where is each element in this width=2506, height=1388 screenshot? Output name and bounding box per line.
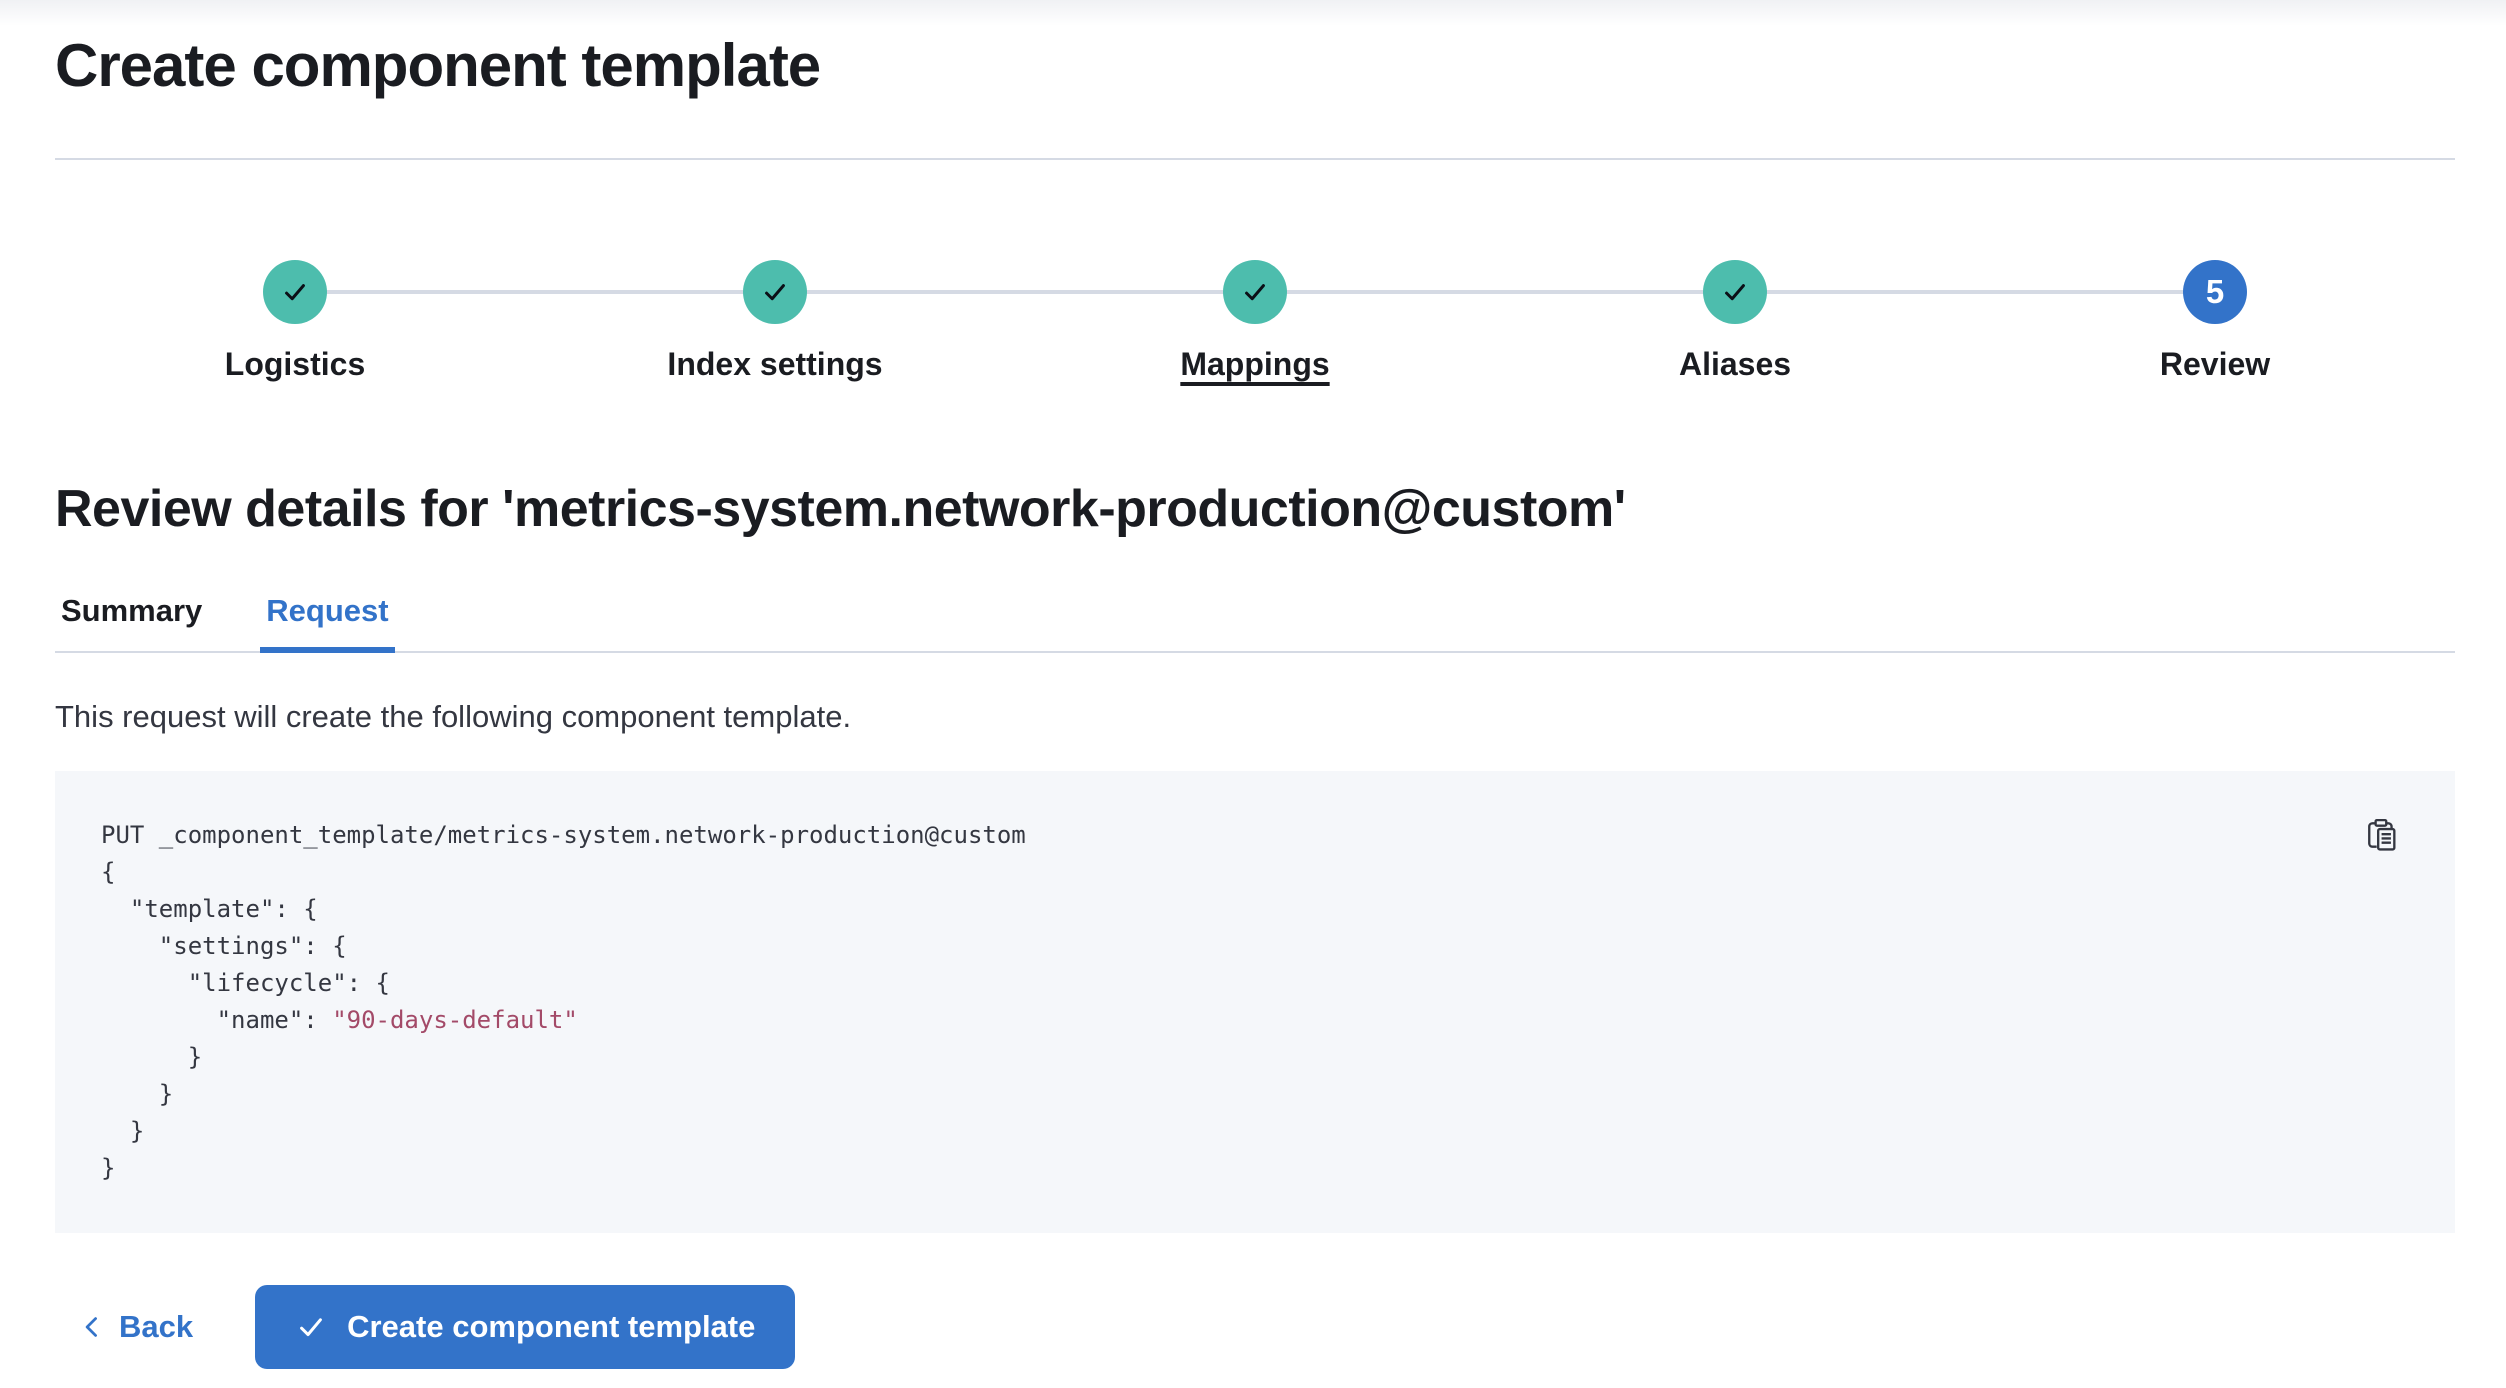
stepper-step-review[interactable]: 5 Review bbox=[1975, 260, 2455, 383]
tab-summary[interactable]: Summary bbox=[61, 593, 203, 628]
review-heading: Review details for 'metrics-system.netwo… bbox=[55, 480, 1626, 538]
step-status-circle bbox=[1703, 260, 1767, 324]
step-status-circle bbox=[263, 260, 327, 324]
request-code-block: PUT _component_template/metrics-system.n… bbox=[55, 771, 2455, 1233]
check-icon bbox=[1245, 284, 1265, 301]
wizard-footer: Back Create component template bbox=[55, 1285, 2455, 1369]
tab-request[interactable]: Request bbox=[260, 593, 395, 653]
code-line: } bbox=[101, 1043, 203, 1071]
create-component-template-button[interactable]: Create component template bbox=[255, 1285, 796, 1369]
request-code: PUT _component_template/metrics-system.n… bbox=[101, 817, 2335, 1187]
back-button-label: Back bbox=[119, 1309, 194, 1344]
page-title: Create component template bbox=[55, 32, 821, 99]
title-divider bbox=[55, 158, 2455, 160]
chevron-left-icon bbox=[85, 1317, 97, 1337]
step-label[interactable]: Logistics bbox=[224, 346, 366, 382]
step-status-circle: 5 bbox=[2183, 260, 2247, 324]
step-label[interactable]: Review bbox=[2159, 346, 2271, 382]
step-status-circle bbox=[743, 260, 807, 324]
step-label[interactable]: Index settings bbox=[667, 346, 883, 382]
back-button[interactable]: Back bbox=[79, 1309, 193, 1345]
step-status-circle bbox=[1223, 260, 1287, 324]
code-line: "template": { bbox=[101, 895, 318, 923]
create-component-template-page: Create component template Logistics Inde… bbox=[0, 30, 2506, 1369]
request-description: This request will create the following c… bbox=[55, 699, 852, 734]
code-line: "lifecycle": { bbox=[101, 969, 390, 997]
step-label[interactable]: Aliases bbox=[1678, 346, 1792, 382]
check-icon bbox=[1725, 284, 1745, 301]
step-label[interactable]: Mappings bbox=[1180, 346, 1330, 382]
create-button-label: Create component template bbox=[347, 1309, 756, 1344]
code-line: { bbox=[101, 858, 116, 886]
code-line: "name": "90-days-default" bbox=[101, 1006, 578, 1034]
code-string-value: "90-days-default" bbox=[332, 1006, 578, 1034]
review-tabs: Summary Request bbox=[55, 593, 2455, 653]
wizard-stepper: Logistics Index settings Mappings Aliase… bbox=[55, 260, 2455, 383]
stepper-step-aliases[interactable]: Aliases bbox=[1495, 260, 1975, 383]
check-icon bbox=[285, 284, 305, 301]
page-top-shadow bbox=[0, 0, 2506, 26]
copy-clipboard-icon[interactable] bbox=[2365, 815, 2405, 855]
code-line: } bbox=[101, 1117, 145, 1145]
check-icon bbox=[765, 284, 785, 301]
code-line: PUT _component_template/metrics-system.n… bbox=[101, 821, 1026, 849]
stepper-step-logistics[interactable]: Logistics bbox=[55, 260, 535, 383]
code-line: "settings": { bbox=[101, 932, 347, 960]
stepper-step-index-settings[interactable]: Index settings bbox=[535, 260, 1015, 383]
check-icon bbox=[300, 1318, 323, 1337]
code-line: } bbox=[101, 1154, 116, 1182]
code-line: } bbox=[101, 1080, 174, 1108]
step-number: 5 bbox=[2205, 273, 2225, 310]
stepper-step-mappings[interactable]: Mappings bbox=[1015, 260, 1495, 383]
